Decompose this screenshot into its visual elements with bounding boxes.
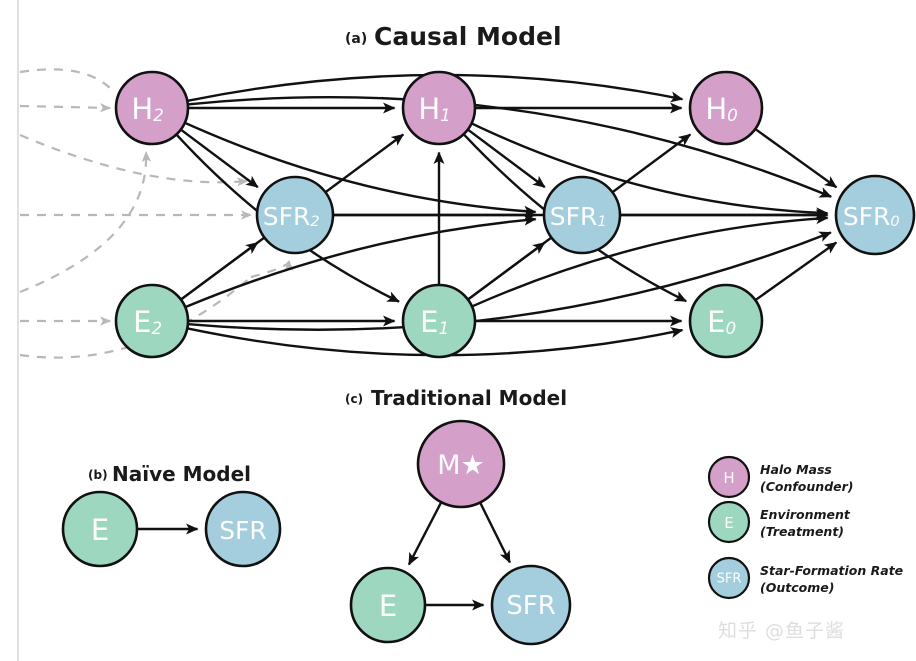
causal-node-H1-label: H1 bbox=[418, 92, 451, 126]
causal-node-E0-circle bbox=[688, 283, 764, 359]
causal-edge-H0-to-SFR0 bbox=[755, 128, 838, 189]
causal-node-SFR2-circle bbox=[255, 175, 335, 255]
traditional-node-layer: M★ E SFR bbox=[349, 419, 572, 646]
causal-node-SFR0-label: SFR0 bbox=[843, 202, 900, 231]
causal-edge-E2-to-SFR0 bbox=[188, 231, 832, 331]
legend-swatch-label-h: H bbox=[723, 469, 734, 487]
causal-node-H2-label: H2 bbox=[131, 92, 164, 126]
legend-role-sfr: (Outcome) bbox=[760, 580, 834, 595]
naive-node-E-circle bbox=[61, 490, 139, 568]
naive-node-SFR: SFR bbox=[204, 490, 282, 568]
legend-swatch-label-sfr: SFR bbox=[717, 572, 742, 587]
causal-edge-H1-to-SFR0 bbox=[471, 122, 829, 219]
legend: H Halo Mass (Confounder) E Environment (Treat… bbox=[707, 455, 903, 600]
causal-edge-H2-to-SFR2 bbox=[180, 129, 259, 189]
causal-node-SFR0-circle bbox=[834, 174, 916, 256]
legend-swatch-e bbox=[707, 500, 751, 544]
causal-node-SFR0: SFR0 bbox=[834, 174, 916, 256]
legend-title-h: Halo Mass bbox=[760, 462, 832, 477]
traditional-node-SFR-circle bbox=[490, 564, 572, 646]
legend-swatch-h bbox=[707, 455, 751, 499]
causal-edge-H2-to-SFR1 bbox=[185, 122, 537, 217]
panel-c-tag: (c) bbox=[345, 392, 363, 406]
causal-node-E0: E0 bbox=[688, 283, 764, 359]
causal-node-E0-label: E0 bbox=[707, 305, 736, 339]
legend-title-e: Environment bbox=[760, 507, 851, 522]
ghost-edge-8 bbox=[250, 259, 294, 279]
causal-node-SFR1-label: SFR1 bbox=[550, 202, 607, 231]
ghost-edge-1 bbox=[19, 68, 113, 91]
panel-a-tag: (a) bbox=[345, 31, 367, 47]
naive-node-layer: E SFR bbox=[61, 490, 282, 568]
causal-node-E1-label: E1 bbox=[420, 305, 449, 339]
causal-node-E2: E2 bbox=[114, 283, 190, 359]
panel-b-title: Naïve Model bbox=[112, 462, 251, 486]
traditional-node-Mstar: M★ bbox=[416, 419, 506, 509]
causal-node-H2-circle bbox=[114, 70, 190, 146]
legend-title-sfr: Star-Formation Rate bbox=[760, 563, 903, 578]
traditional-node-E: E bbox=[349, 566, 427, 644]
traditional-node-Mstar-label: M★ bbox=[437, 450, 485, 481]
traditional-node-SFR: SFR bbox=[490, 564, 572, 646]
causal-node-H1-circle bbox=[401, 70, 477, 146]
panel-c-title: Traditional Model bbox=[371, 386, 567, 410]
watermark: 知乎 @鱼子酱 bbox=[718, 620, 845, 642]
causal-node-SFR1-circle bbox=[542, 175, 622, 255]
traditional-node-Mstar-circle bbox=[416, 419, 506, 509]
causal-node-H2: H2 bbox=[114, 70, 190, 146]
causal-edge-E2-to-SFR1 bbox=[185, 214, 537, 308]
ghost-edge-3 bbox=[19, 133, 249, 187]
causal-node-E1: E1 bbox=[401, 283, 477, 359]
causal-node-SFR1: SFR1 bbox=[542, 175, 622, 255]
causal-edge-H2-to-SFR0 bbox=[188, 96, 833, 198]
naive-node-E-label: E bbox=[91, 513, 109, 547]
causal-node-H1: H1 bbox=[401, 70, 477, 146]
legend-item-sfr: SFR Star-Formation Rate (Outcome) bbox=[707, 556, 903, 600]
naive-node-SFR-circle bbox=[204, 490, 282, 568]
causal-edge-H1-to-SFR1 bbox=[467, 129, 546, 189]
causal-node-H0: H0 bbox=[688, 70, 764, 146]
causal-edge-E1-to-SFR0 bbox=[472, 213, 829, 308]
naive-node-SFR-label: SFR bbox=[219, 516, 267, 545]
causal-node-SFR2-label: SFR2 bbox=[263, 202, 320, 231]
causal-node-SFR2: SFR2 bbox=[255, 175, 335, 255]
legend-swatch-label-e: E bbox=[724, 514, 733, 532]
traditional-node-SFR-label: SFR bbox=[506, 591, 556, 621]
naive-node-E: E bbox=[61, 490, 139, 568]
legend-item-e: E Environment (Treatment) bbox=[707, 500, 851, 544]
traditional-edge-layer bbox=[407, 502, 511, 611]
panel-b-tag: (b) bbox=[88, 468, 108, 482]
traditional-edge-Mstar-to-SFR bbox=[479, 502, 511, 564]
legend-item-h: H Halo Mass (Confounder) bbox=[707, 455, 854, 499]
causal-node-H0-label: H0 bbox=[705, 92, 738, 126]
legend-role-h: (Confounder) bbox=[760, 479, 854, 494]
causal-node-E2-label: E2 bbox=[133, 305, 162, 339]
ghost-edge-2 bbox=[19, 103, 112, 113]
legend-role-e: (Treatment) bbox=[760, 524, 844, 539]
causal-node-E1-circle bbox=[401, 283, 477, 359]
causal-node-H0-circle bbox=[688, 70, 764, 146]
legend-swatch-sfr bbox=[707, 556, 751, 600]
ghost-edge-5 bbox=[19, 150, 152, 294]
causal-node-E2-circle bbox=[114, 283, 190, 359]
traditional-node-E-label: E bbox=[379, 589, 397, 623]
traditional-edge-Mstar-to-E bbox=[407, 502, 442, 566]
traditional-node-E-circle bbox=[349, 566, 427, 644]
panel-titles: (a) Causal Model (b) Naïve Model (c) Tra… bbox=[88, 22, 567, 486]
panel-a-title: Causal Model bbox=[374, 22, 562, 51]
causal-edge-E0-to-SFR0 bbox=[755, 241, 838, 301]
